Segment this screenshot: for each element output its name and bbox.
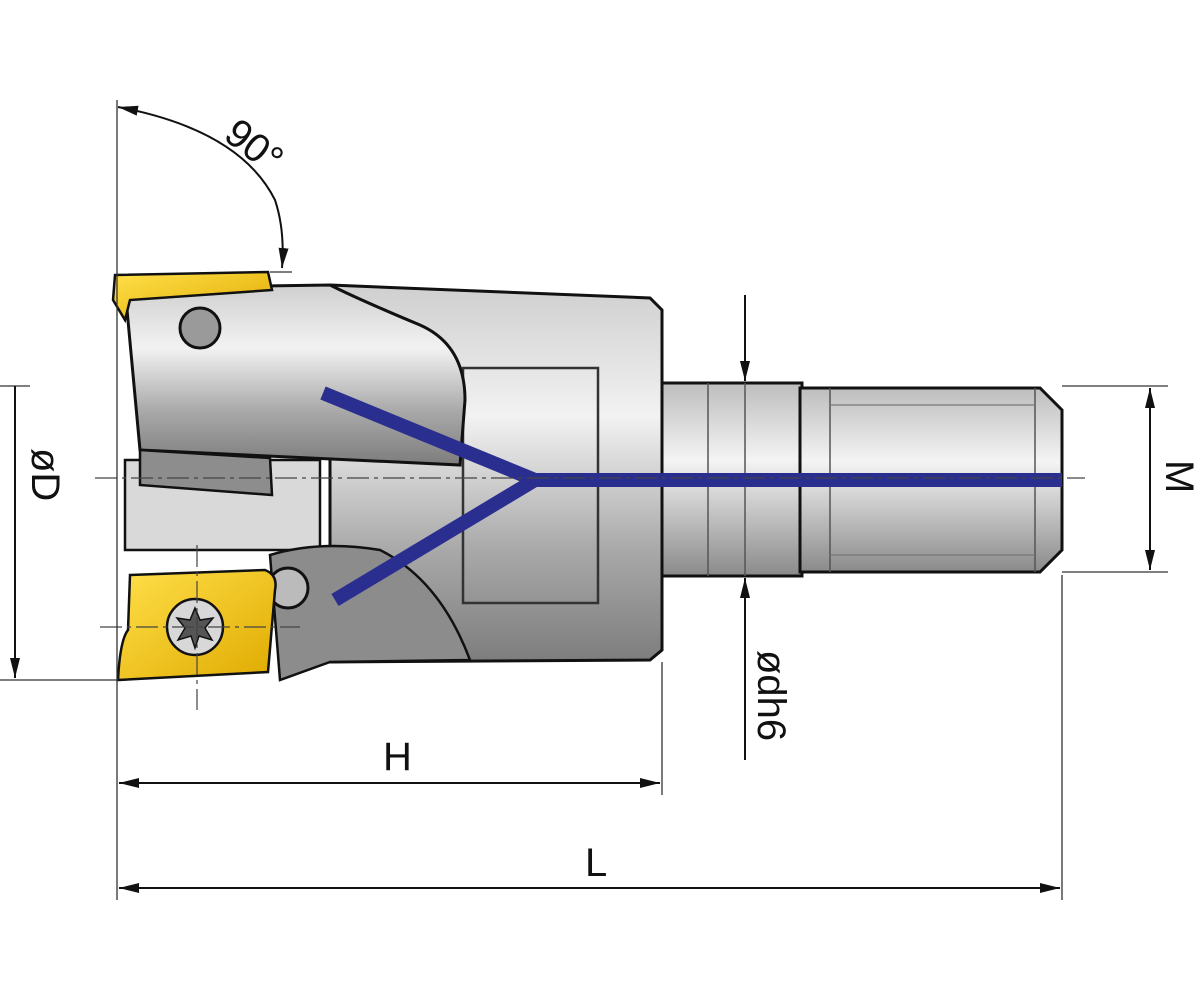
length-label: L	[585, 841, 607, 885]
angle-dimension: 90°	[117, 105, 291, 269]
torx-screw-icon	[175, 606, 215, 651]
shank-diameter-label: ødh6	[749, 650, 793, 741]
shank-diameter-dimension: ødh6	[740, 295, 793, 760]
angle-label: 90°	[216, 110, 291, 182]
height-label: H	[383, 735, 412, 779]
height-dimension: H	[119, 735, 660, 788]
length-dimension: L	[119, 841, 1060, 893]
thread-dimension: M	[1145, 388, 1200, 570]
cutter-body	[123, 283, 664, 682]
diameter-dimension: øD	[10, 386, 67, 678]
diameter-label: øD	[23, 448, 67, 501]
thread-label: M	[1157, 460, 1200, 493]
pin-hole	[178, 306, 222, 350]
coolant-channels	[320, 386, 1062, 607]
extension-lines	[0, 100, 1168, 900]
top-insert	[111, 270, 274, 324]
